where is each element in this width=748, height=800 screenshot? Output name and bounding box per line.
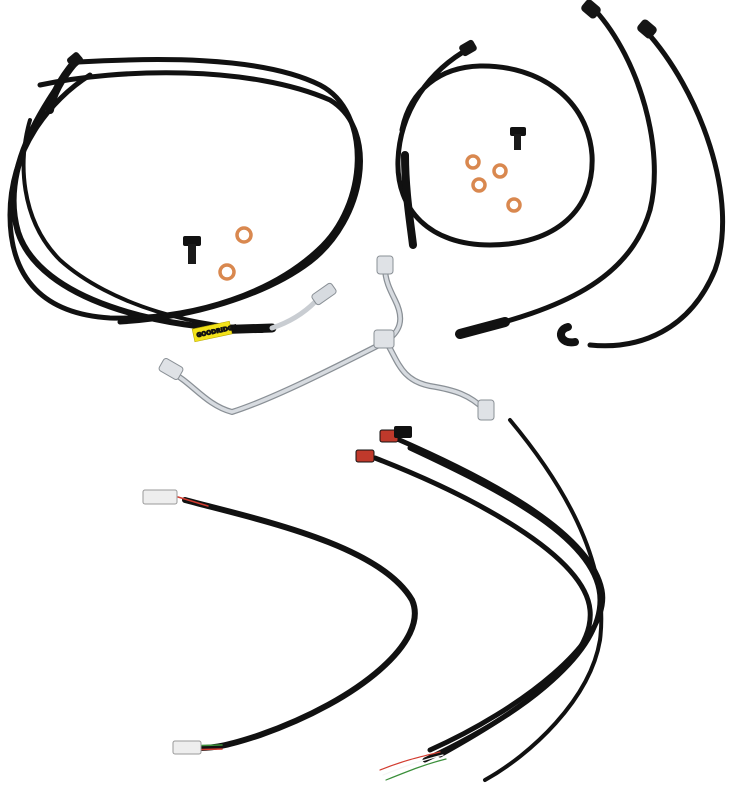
brake-line-straight-a	[455, 0, 657, 339]
wiring-harness-extension-right	[355, 418, 606, 782]
chrome-tee-manifold	[158, 255, 495, 421]
brake-line-small-coil	[395, 39, 595, 249]
copper-crush-washers	[218, 154, 522, 281]
brake-line-straight-b	[557, 19, 726, 349]
brake-line-long-coil: GOODRIDGE	[7, 52, 363, 343]
banjo-bolts	[183, 127, 526, 264]
goodridge-label	[191, 320, 233, 343]
wiring-harness-extension-left	[142, 489, 418, 755]
